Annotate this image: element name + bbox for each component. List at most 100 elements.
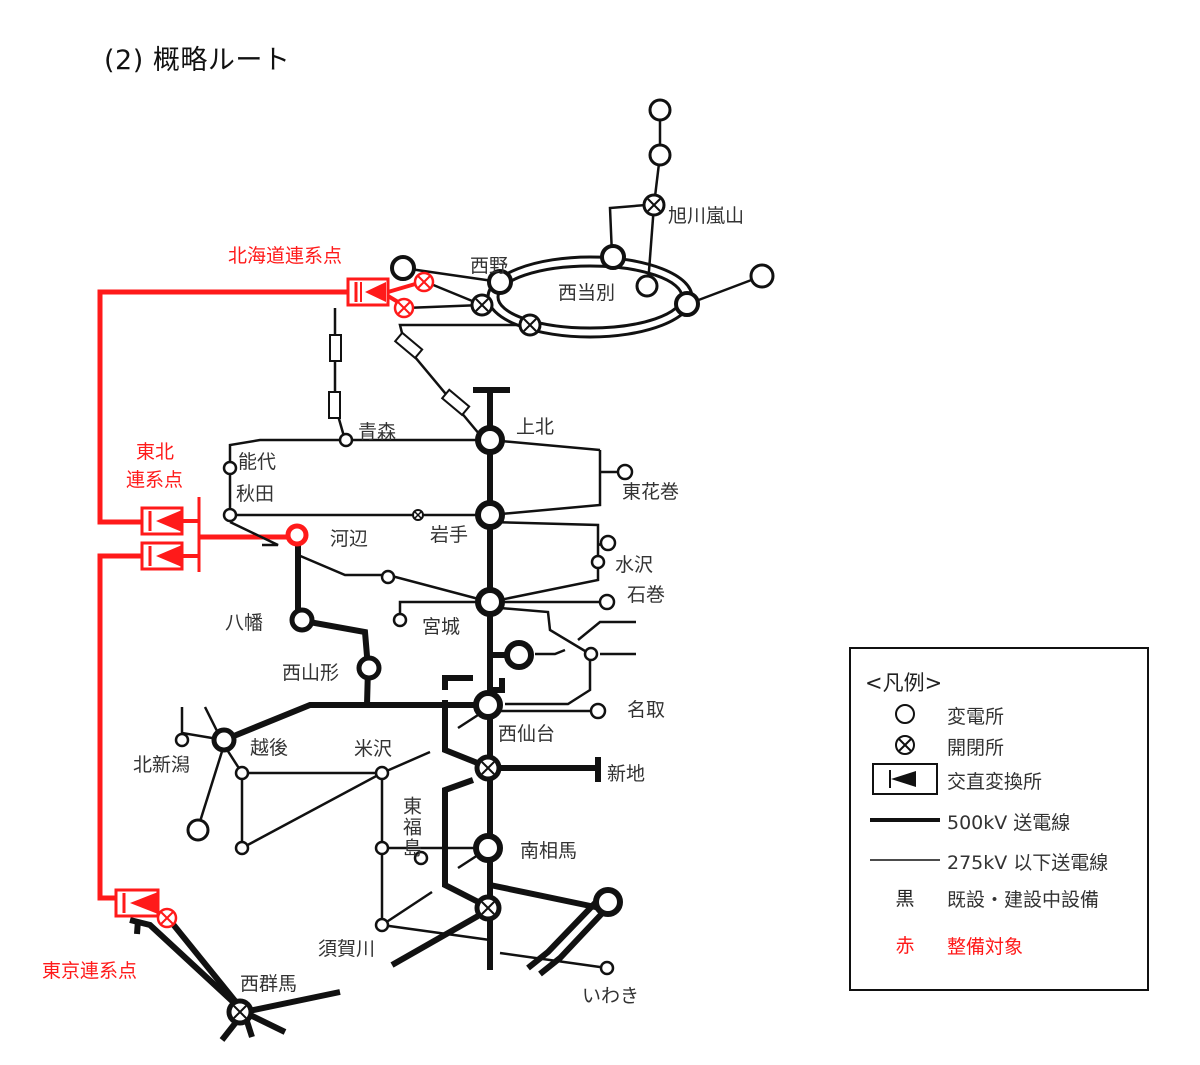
target-facilities	[114, 271, 435, 929]
label-nishitobetsu: 西当別	[558, 282, 615, 304]
substation-node	[648, 143, 672, 167]
substation-node	[234, 840, 250, 856]
switching-red	[156, 907, 178, 929]
page-title: (2) 概略ルート	[104, 45, 291, 76]
label-tokyo-link: 東京連系点	[42, 960, 137, 982]
substation-node	[583, 646, 599, 662]
substation-node	[390, 255, 416, 281]
substation-node	[374, 840, 390, 856]
substation-mizusawa	[590, 554, 606, 570]
label-iwate: 岩手	[430, 524, 468, 546]
label-higashifukushima: 東福島	[400, 796, 422, 859]
converter-tokyo	[114, 888, 160, 918]
switching-red	[393, 297, 415, 319]
label-minamisoma: 南相馬	[520, 840, 577, 862]
legend-text: 既設・建設中設備	[947, 889, 1100, 911]
substation-node	[504, 640, 534, 670]
label-asahikawa-arashiyama: 旭川嵐山	[668, 205, 744, 227]
substation-kitaniigata	[174, 732, 190, 748]
legend-black-key: 黒	[895, 887, 915, 910]
line-500kv-icon	[865, 805, 945, 835]
legend-text: 交直変換所	[947, 771, 1043, 793]
substation-higashifukushima	[413, 850, 429, 866]
substation-node	[593, 887, 623, 917]
label-aomori: 青森	[358, 421, 396, 443]
label-yonezawa: 米沢	[354, 738, 392, 760]
substation-ishinomaki	[598, 593, 616, 611]
target-lines	[97, 280, 423, 901]
substation-node	[380, 569, 396, 585]
legend-item-substation: 変電所	[851, 699, 1147, 729]
dc-cable-markers	[328, 331, 471, 419]
label-kitaniigata: 北新潟	[133, 754, 190, 776]
substation-nishisendai	[473, 690, 503, 720]
label-noshiro: 能代	[238, 451, 276, 473]
legend-text: 275kV 以下送電線	[947, 852, 1109, 874]
substation-node	[186, 818, 210, 842]
label-natori: 名取	[627, 699, 665, 721]
substation-aomori	[338, 432, 354, 448]
label-iwaki: いわき	[582, 985, 639, 1007]
label-nishigunma: 西群馬	[240, 973, 297, 995]
label-echigo: 越後	[250, 737, 288, 759]
label-higashihanamaki: 東花巻	[622, 481, 679, 503]
converter-tohoku-1	[140, 506, 184, 536]
ac-dc-converter-icon	[865, 763, 945, 795]
substation-nishino	[487, 269, 513, 295]
substation-akita	[222, 507, 238, 523]
label-tohoku-link-2: 連系点	[126, 469, 183, 491]
legend-item-red: 赤 整備対象	[851, 929, 1147, 959]
line-275kv-icon	[865, 845, 945, 875]
legend-text: 500kV 送電線	[947, 812, 1071, 834]
substation-natori	[589, 702, 607, 720]
label-hokkaido-link: 北海道連系点	[228, 245, 342, 267]
substation-node	[674, 291, 700, 317]
switching-station-icon	[865, 730, 945, 760]
substation-higashihanamaki	[616, 463, 634, 481]
label-nishino: 西野	[470, 255, 508, 277]
substation-kawabe	[285, 523, 309, 547]
label-yawata: 八幡	[225, 612, 263, 634]
substation-noshiro	[222, 460, 238, 476]
label-ishinomaki: 石巻	[627, 584, 665, 606]
switching-asahikawa-arashiyama	[642, 193, 666, 217]
substation-miyagi	[475, 587, 505, 617]
switching-node	[474, 754, 502, 782]
label-tohoku-link-1: 東北	[136, 441, 174, 463]
substation-yonezawa	[374, 765, 390, 781]
switching-stations	[226, 193, 666, 1026]
substation-echigo	[211, 727, 237, 753]
switching-red	[413, 271, 435, 293]
substation-kamikita	[475, 425, 505, 455]
label-nishiyamagata: 西山形	[282, 662, 339, 684]
substation-minamisoma	[473, 833, 503, 863]
legend-text: 開閉所	[947, 737, 1005, 759]
substation-nishiyamagata	[356, 655, 382, 681]
converter-tohoku-2	[140, 541, 184, 571]
red-line-hokkaido-trunk	[97, 289, 348, 525]
switching-node	[518, 313, 542, 337]
substation-node	[599, 534, 617, 552]
substation-iwaki	[599, 960, 615, 976]
substation-nishitobetsu	[635, 274, 659, 298]
legend-item-500kv: 500kV 送電線	[851, 805, 1147, 835]
switching-nishigunma	[226, 998, 254, 1026]
legend: <凡例> 変電所 開閉所 交直変換所 500kV 送電線 275kV 以下送電線…	[849, 647, 1149, 991]
converter-hokkaido	[346, 277, 390, 307]
label-sukagawa: 須賀川	[318, 938, 375, 960]
label-shinchi: 新地	[607, 763, 645, 785]
substations	[174, 98, 775, 976]
legend-item-switching: 開閉所	[851, 730, 1147, 760]
legend-text: 整備対象	[947, 936, 1024, 958]
substation-node	[648, 98, 672, 122]
substation-node	[749, 263, 775, 289]
substation-node	[234, 765, 250, 781]
label-nishisendai: 西仙台	[498, 723, 555, 745]
label-akita: 秋田	[236, 483, 274, 505]
switching-node	[470, 293, 494, 317]
switching-node	[412, 509, 424, 521]
label-mizusawa: 水沢	[615, 554, 653, 576]
substation-node	[392, 612, 408, 628]
substation-sukagawa	[374, 917, 390, 933]
label-kawabe: 河辺	[330, 528, 368, 550]
